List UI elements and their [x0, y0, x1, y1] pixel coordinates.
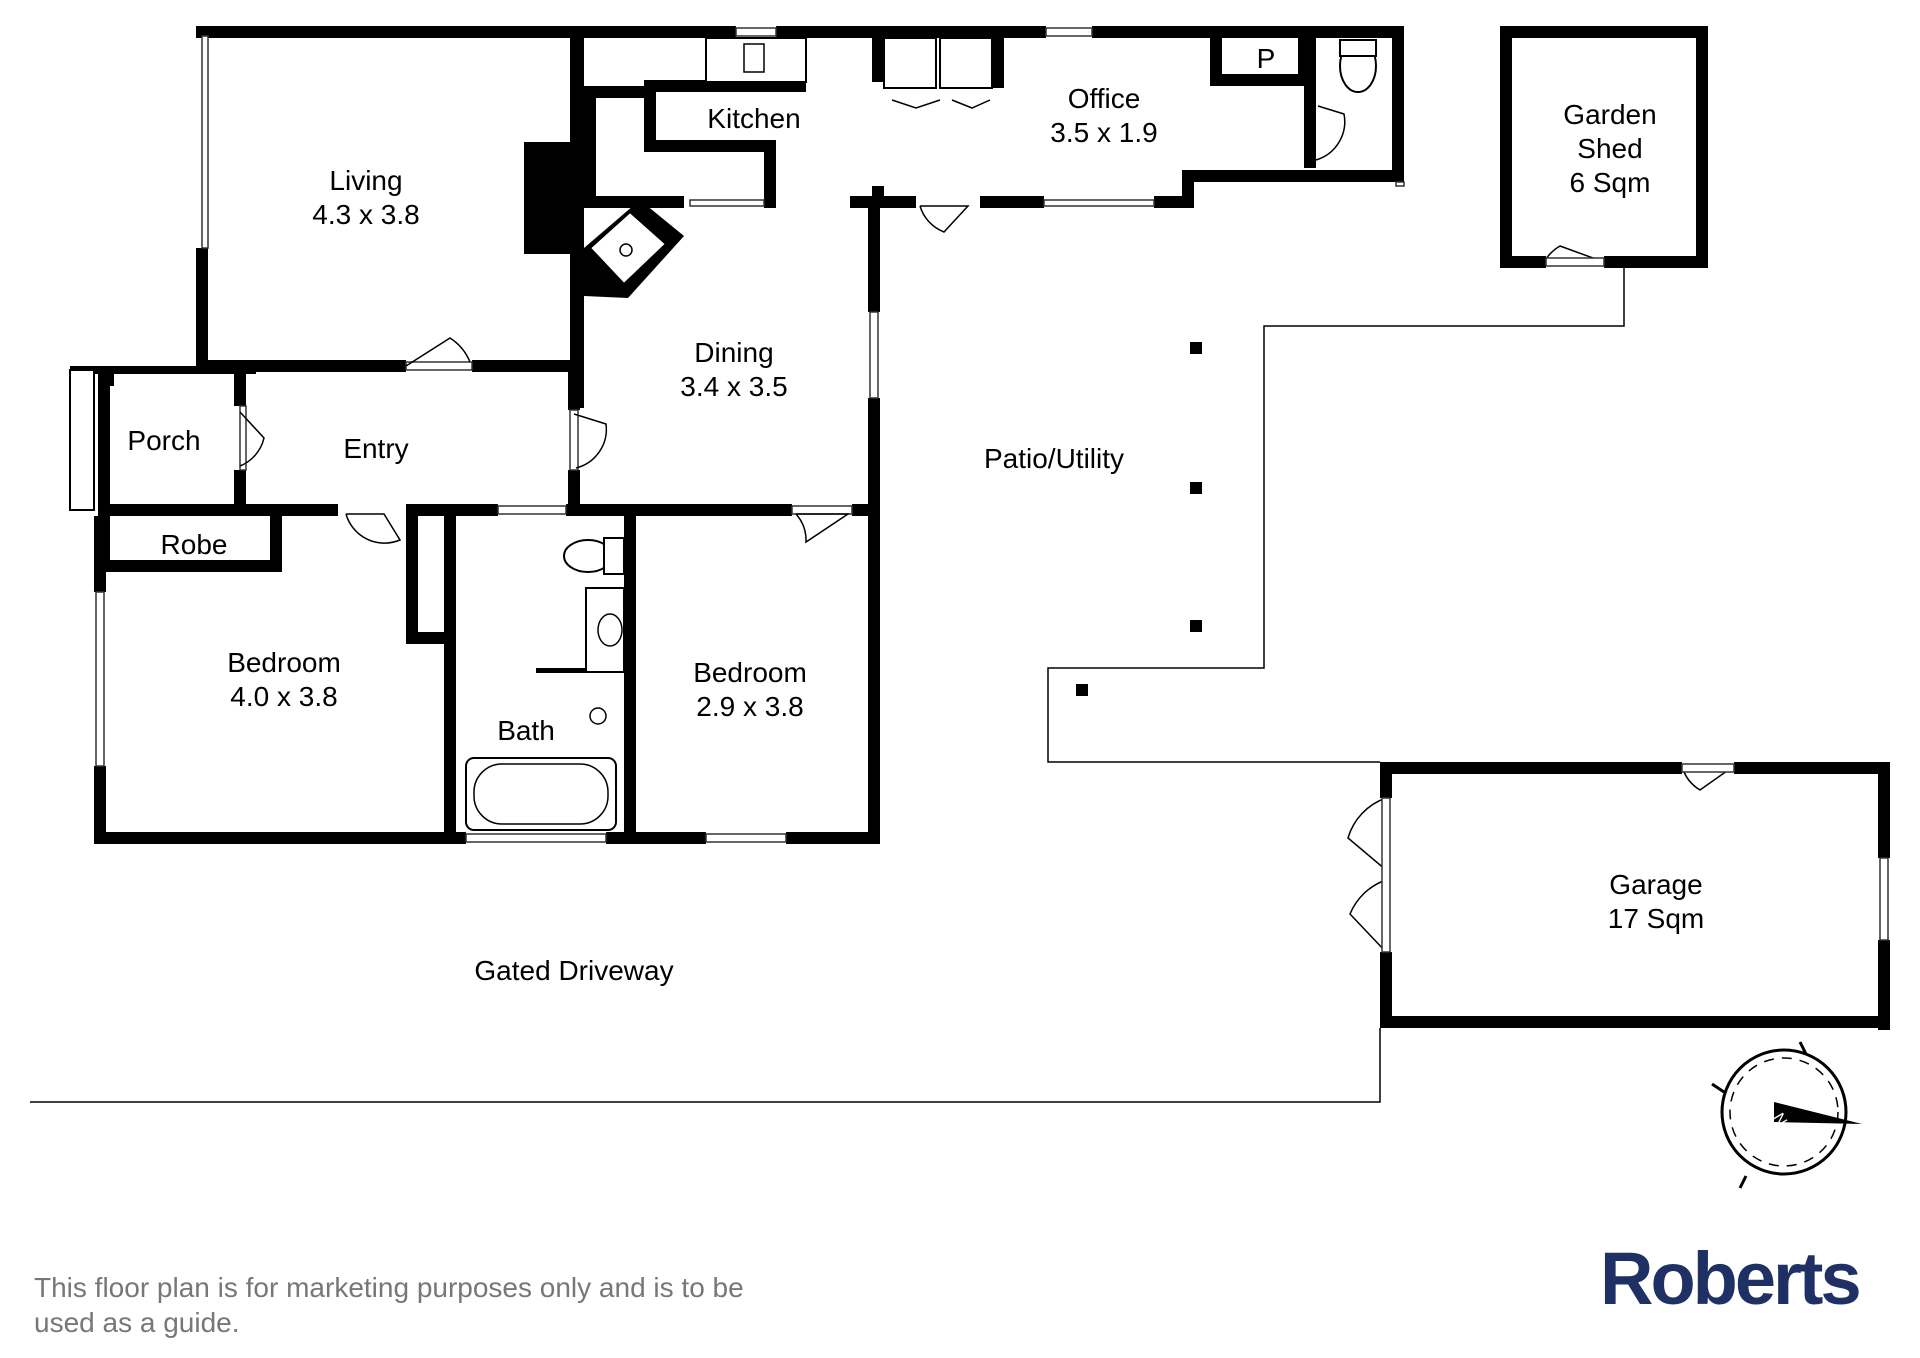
- compass-north-icon: N: [1711, 1041, 1862, 1189]
- garage-name: Garage: [1609, 869, 1702, 900]
- garden-shed-name-1: Garden: [1563, 99, 1656, 130]
- bath-name: Bath: [497, 715, 555, 746]
- brand-logo: Roberts: [1600, 1237, 1862, 1320]
- driveway-name: Gated Driveway: [474, 955, 673, 986]
- exterior-walls: [69, 26, 1404, 844]
- bedroom2-name: Bedroom: [693, 657, 807, 688]
- dining-name: Dining: [694, 337, 773, 368]
- garden-shed-size: 6 Sqm: [1570, 167, 1651, 198]
- office-dims: 3.5 x 1.9: [1050, 117, 1157, 148]
- compass-label: N: [1769, 1111, 1790, 1130]
- windows: [95, 27, 1405, 843]
- porch-name: Porch: [127, 425, 200, 456]
- entry-name: Entry: [343, 433, 408, 464]
- dining-dims: 3.4 x 3.5: [680, 371, 787, 402]
- office-name: Office: [1068, 83, 1141, 114]
- bedroom2-dims: 2.9 x 3.8: [696, 691, 803, 722]
- garden-shed-name-2: Shed: [1577, 133, 1642, 164]
- disclaimer-text: This floor plan is for marketing purpose…: [34, 1272, 744, 1338]
- pantry-label: P: [1257, 43, 1276, 74]
- living-name: Living: [329, 165, 402, 196]
- living-dims: 4.3 x 3.8: [312, 199, 419, 230]
- robe-name: Robe: [161, 529, 228, 560]
- bedroom1-dims: 4.0 x 3.8: [230, 681, 337, 712]
- doors: [239, 105, 1737, 954]
- room-labels: Living 4.3 x 3.8 Kitchen Office 3.5 x 1.…: [127, 43, 1704, 986]
- garage-size: 17 Sqm: [1608, 903, 1705, 934]
- outbuildings: [30, 26, 1890, 1103]
- patio-name: Patio/Utility: [984, 443, 1124, 474]
- fixtures: [465, 37, 1377, 831]
- kitchen-name: Kitchen: [707, 103, 800, 134]
- bedroom1-name: Bedroom: [227, 647, 341, 678]
